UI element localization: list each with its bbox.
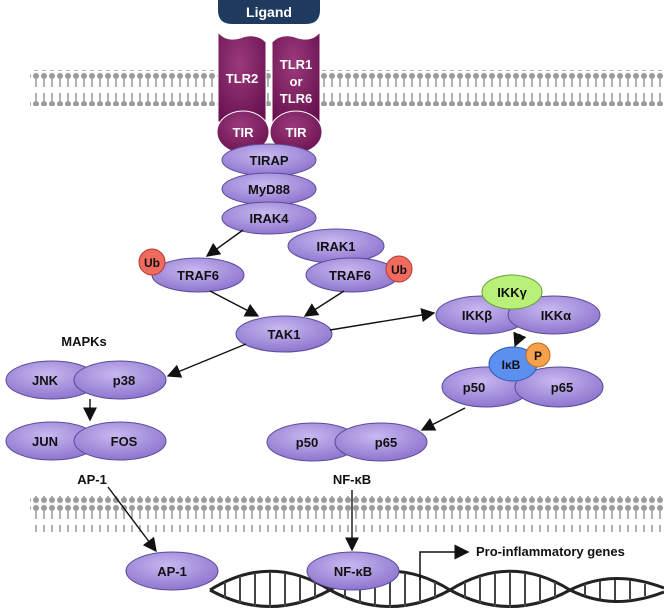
- traf6-right-label: TRAF6: [329, 268, 371, 283]
- p50-complex-label: p50: [463, 380, 485, 395]
- arrow-tak1-ikk: [329, 308, 436, 331]
- ub-right-label: Ub: [391, 263, 407, 277]
- nfkb-nucleus-label: NF-κB: [334, 564, 372, 579]
- ligand-label: Ligand: [246, 4, 292, 20]
- ikb-label: IκB: [502, 358, 521, 372]
- transcription-arrow: [419, 544, 470, 580]
- ub-left-badge: Ub: [138, 248, 166, 276]
- phospho-label: P: [534, 349, 542, 363]
- tlr1-receptor: [271, 30, 321, 123]
- ikb-node: IκB: [488, 346, 538, 382]
- irak1-node: IRAK1: [287, 228, 385, 264]
- traf6-left-node: TRAF6: [151, 257, 245, 293]
- genes-label: Pro-inflammatory genes: [476, 544, 625, 559]
- fos-node: FOS: [73, 421, 167, 461]
- traf6-right-node: TRAF6: [305, 257, 399, 293]
- ap1-nucleus-node: AP-1: [125, 551, 219, 591]
- ikkb-label: IKKβ: [462, 308, 492, 323]
- p65-complex-node: p65: [514, 366, 604, 408]
- tlr1-label: TLR1: [280, 57, 313, 72]
- ikkg-node: IKKγ: [481, 274, 543, 310]
- tak1-label: TAK1: [268, 327, 301, 342]
- arrow-irak4-traf6: [205, 229, 244, 257]
- arrow-ikk-ikb: [513, 331, 527, 348]
- traf6-left-label: TRAF6: [177, 268, 219, 283]
- irak4-label: IRAK4: [249, 211, 289, 226]
- ub-left-label: Ub: [144, 256, 160, 270]
- tirap-node: TIRAP: [221, 143, 317, 177]
- arrow-complex-nfkb: [420, 407, 466, 431]
- nfkb-nucleus-node: NF-κB: [306, 551, 400, 591]
- arrows: [83, 229, 527, 553]
- p50-free-label: p50: [296, 435, 318, 450]
- fos-label: FOS: [111, 434, 138, 449]
- irak1-label: IRAK1: [316, 239, 355, 254]
- p65-free-node: p65: [334, 422, 428, 462]
- tir-label-right: TIR: [286, 125, 308, 140]
- ikka-label: IKKα: [541, 308, 571, 323]
- tlr-or-label: or: [290, 74, 303, 89]
- irak4-node: IRAK4: [221, 201, 317, 235]
- jun-node: JUN: [5, 421, 99, 461]
- ub-right-badge: Ub: [385, 255, 413, 283]
- p50-free-node: p50: [266, 422, 360, 462]
- p38-label: p38: [113, 373, 135, 388]
- p65-complex-label: p65: [551, 380, 573, 395]
- arrow-traf6-tak1-right: [303, 290, 345, 317]
- tlr6-label: TLR6: [280, 91, 313, 106]
- ikkg-label: IKKγ: [497, 285, 527, 300]
- nuclear-membrane: [30, 496, 664, 532]
- myd88-node: MyD88: [221, 172, 317, 206]
- arrow-ap1-nucleus: [107, 486, 157, 553]
- tirap-label: TIRAP: [250, 153, 289, 168]
- phospho-badge: P: [525, 342, 551, 368]
- jun-label: JUN: [32, 434, 58, 449]
- tir-label-left: TIR: [233, 125, 255, 140]
- ap1-cytoplasm-label: AP-1: [77, 472, 107, 487]
- arrow-tak1-p38: [166, 343, 247, 378]
- dna-helix: [209, 569, 664, 608]
- tak1-node: TAK1: [235, 315, 333, 353]
- mapks-title: MAPKs: [61, 334, 107, 349]
- ligand-shape: [218, 0, 320, 24]
- tlr2-label: TLR2: [226, 71, 259, 86]
- p38-node: p38: [73, 360, 167, 400]
- plasma-membrane: [30, 70, 664, 106]
- arrow-traf6-tak1-left: [209, 290, 260, 317]
- nfkb-cytoplasm-label: NF-κB: [333, 472, 371, 487]
- tlr2-receptor: [217, 30, 267, 123]
- myd88-label: MyD88: [248, 182, 290, 197]
- jnk-label: JNK: [32, 373, 59, 388]
- ap1-nucleus-label: AP-1: [157, 564, 187, 579]
- p65-free-label: p65: [375, 435, 397, 450]
